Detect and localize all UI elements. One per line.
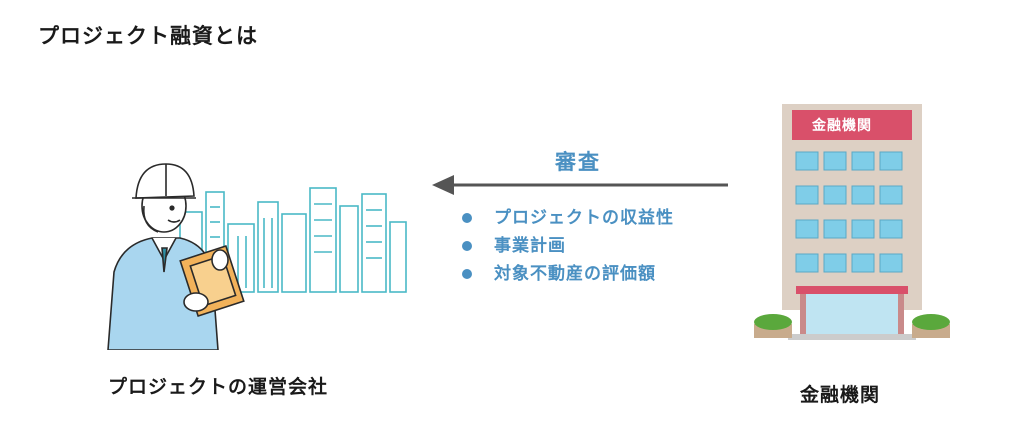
bank-building-icon [754,104,950,340]
list-item: 事業計画 [462,232,674,260]
city-skyline-icon [179,187,407,293]
worker-icon [107,163,245,350]
page-title: プロジェクト融資とは [38,24,258,48]
bullet-icon [462,269,472,279]
bank-caption: 金融機関 [800,384,881,406]
shrub-icon [754,314,950,338]
list-item: 対象不動産の評価額 [462,260,674,288]
worker-city-illustration [107,163,407,350]
list-item: プロジェクトの収益性 [462,204,674,232]
review-criteria-list: プロジェクトの収益性 事業計画 対象不動産の評価額 [462,204,674,288]
review-title: 審査 [555,150,601,174]
bullet-icon [462,241,472,251]
bullet-icon [462,213,472,223]
operator-caption: プロジェクトの運営会社 [108,376,329,398]
arrow-left-icon [432,175,728,195]
bank-sign-label: 金融機関 [812,118,872,134]
